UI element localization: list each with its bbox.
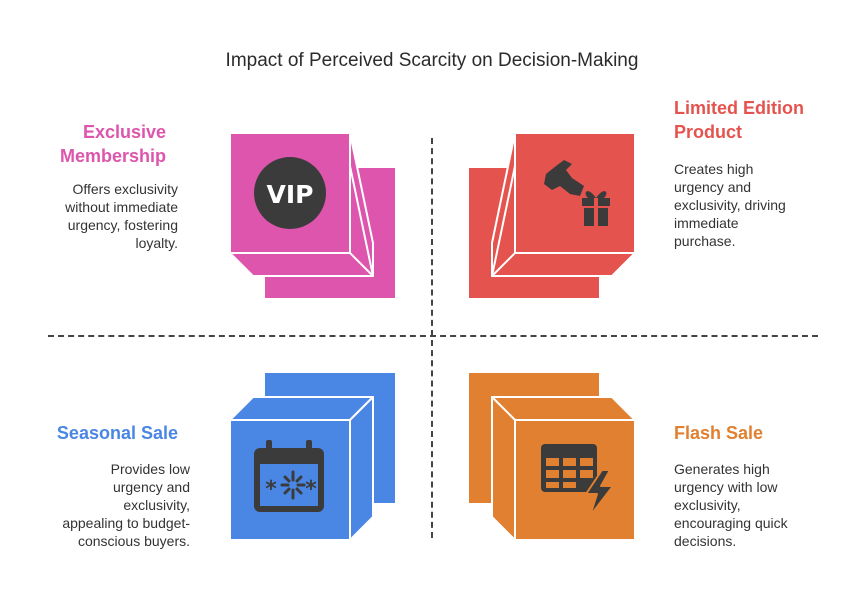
table-lightning-icon: [541, 444, 614, 517]
tile-limited-edition-product: [469, 132, 636, 298]
vertical-axis-divider: [431, 138, 433, 538]
horizontal-axis-divider: [48, 335, 818, 337]
description-seasonal-sale: Provides low urgency and exclusivity, ap…: [62, 461, 190, 549]
tile-flash-sale: [469, 373, 636, 541]
svg-text:*: *: [265, 477, 277, 502]
vip-icon: VIP: [254, 157, 326, 229]
tile-exclusive-membership: VIP: [229, 132, 395, 298]
svg-text:*: *: [305, 477, 317, 502]
heading-exclusive-membership: Exclusive Membership: [59, 122, 166, 166]
description-limited-edition-product: Creates high urgency and exclusivity, dr…: [674, 161, 786, 249]
svg-text:VIP: VIP: [267, 180, 314, 209]
page-title: Impact of Perceived Scarcity on Decision…: [225, 50, 639, 71]
heading-limited-edition-product: Limited Edition Product: [674, 98, 804, 142]
description-flash-sale: Generates high urgency with low exclusiv…: [674, 461, 788, 549]
description-exclusive-membership: Offers exclusivity without immediate urg…: [65, 181, 178, 251]
tile-seasonal-sale: * *: [229, 373, 395, 541]
heading-flash-sale: Flash Sale: [674, 423, 764, 443]
heading-seasonal-sale: Seasonal Sale: [56, 423, 178, 443]
dog-gift-icon: [544, 160, 610, 226]
calendar-sparkle-icon: * *: [254, 440, 324, 512]
